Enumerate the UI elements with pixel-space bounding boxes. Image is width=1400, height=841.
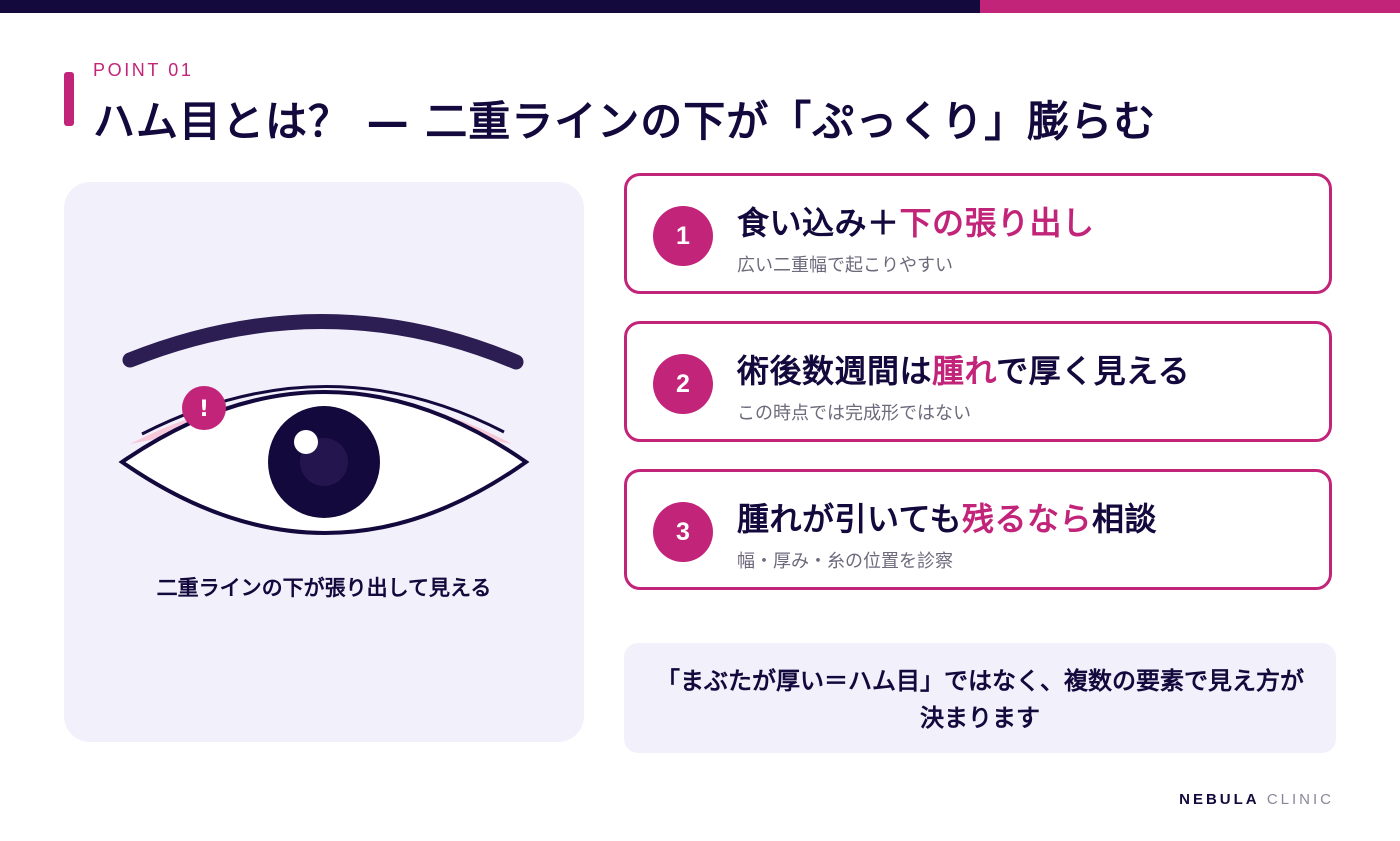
card-number-badge: 3 [653,502,713,562]
footer-brand: NEBULA CLINIC [1179,791,1334,808]
card-number-badge: 2 [653,354,713,414]
eyebrow-label: POINT 01 [93,60,194,80]
illustration-panel: ! 二重ラインの下が張り出して見える [64,182,584,742]
point-card-2: 2 術後数週間は腫れで厚く見える この時点では完成形ではない [624,321,1332,442]
card-title: 腫れが引いても残るなら相談 [737,500,1157,538]
point-card-1: 1 食い込み＋下の張り出し 広い二重幅で起こりやすい [624,173,1332,294]
alert-icon [182,386,226,430]
top-bar-accent [980,0,1400,13]
title-accent-bar [64,72,74,126]
illustration-caption: 二重ラインの下が張り出して見える [156,576,492,600]
card-subtitle: 広い二重幅で起こりやすい [737,255,953,276]
eyebrow-icon [122,314,524,370]
eye-illustration: ! [118,314,530,535]
eye-highlight [294,430,318,454]
card-title: 食い込み＋下の張り出し [737,204,1095,242]
page-title: ハム目とは？ — 二重ラインの下が「ぷっくり」膨らむ [93,97,1157,146]
card-title: 術後数週間は腫れで厚く見える [737,352,1191,390]
card-subtitle: 幅・厚み・糸の位置を診察 [737,551,953,572]
card-subtitle: この時点では完成形ではない [737,403,971,424]
point-card-3: 3 腫れが引いても残るなら相談 幅・厚み・糸の位置を診察 [624,469,1332,590]
alert-mark: ! [199,397,209,422]
card-number-badge: 1 [653,206,713,266]
top-bar-dark [0,0,980,13]
note-box: 「まぶたが厚い＝ハム目」ではなく、複数の要素で見え方が決まります [624,643,1336,753]
